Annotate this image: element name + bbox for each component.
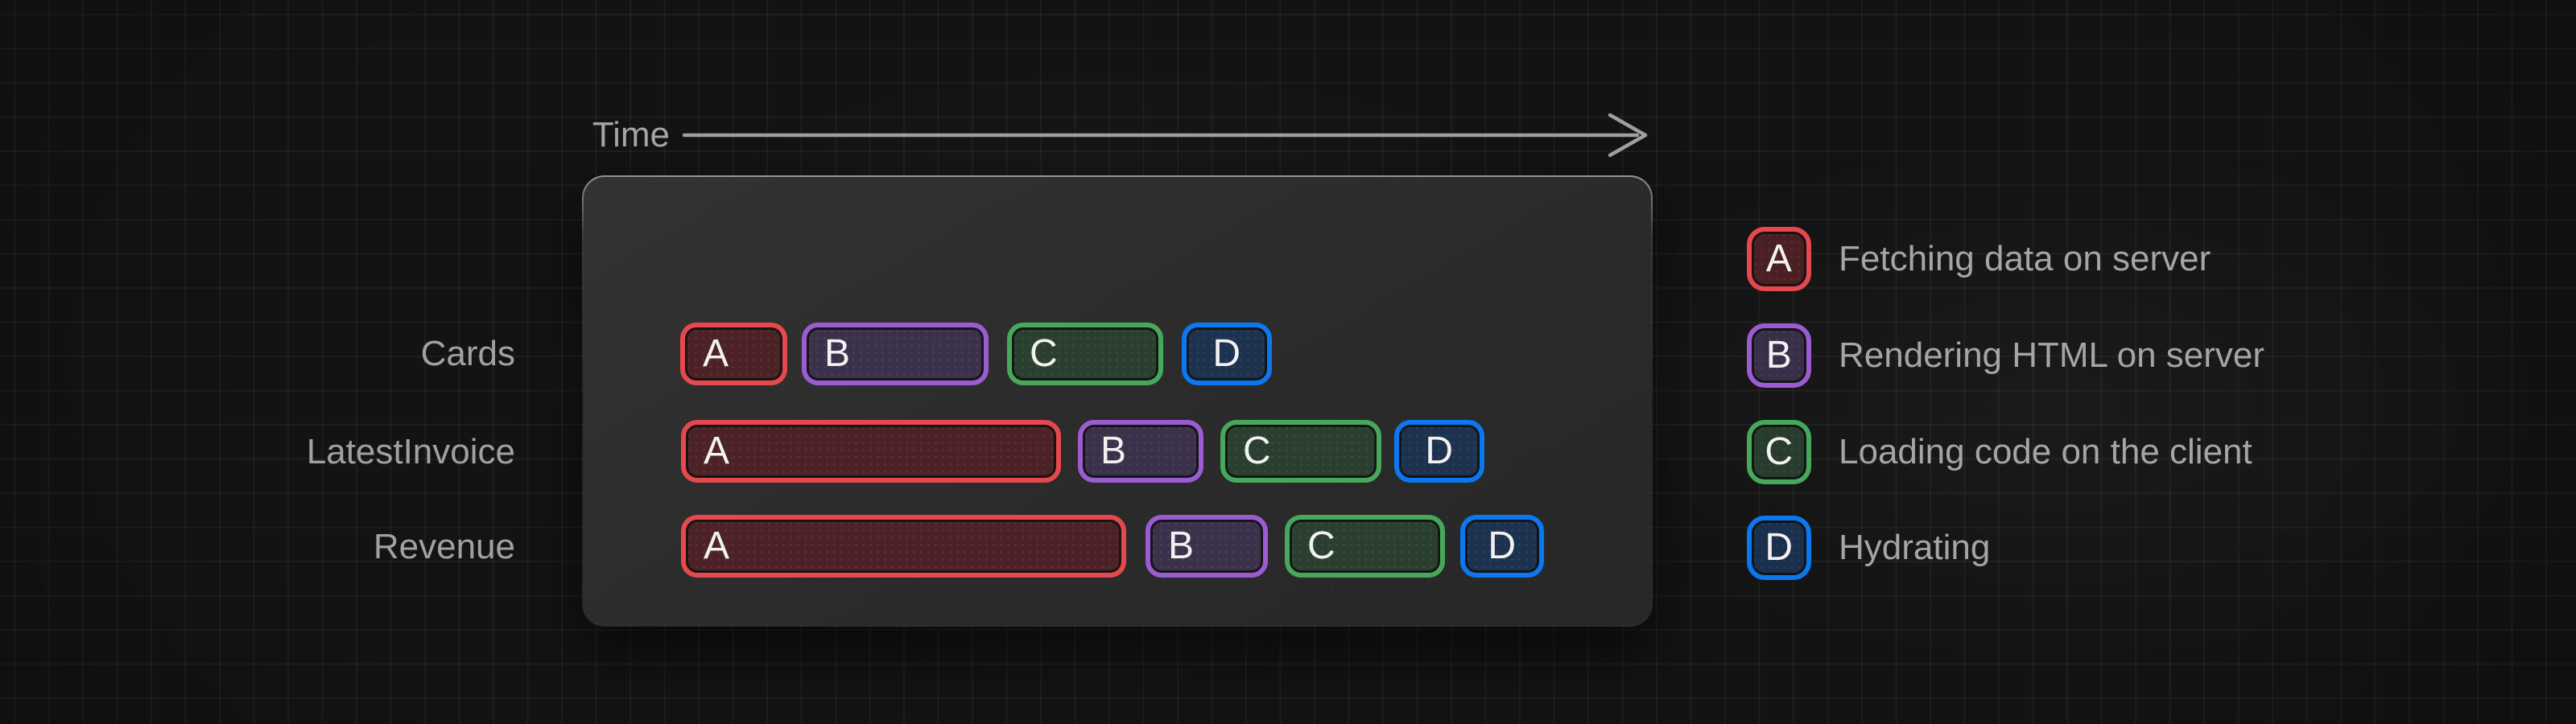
legend-label: Loading code on the client: [1839, 420, 2252, 484]
time-axis-label: Time: [509, 114, 670, 156]
timeline-block-a-revenue: A: [681, 515, 1126, 578]
row-label-cards: Cards: [97, 333, 515, 375]
row-label-revenue: Revenue: [97, 526, 515, 568]
legend-badge: A: [1747, 227, 1811, 291]
block-letter: C: [1307, 527, 1335, 566]
timeline-block-c-revenue: C: [1285, 515, 1445, 578]
row-label-latestinvoice: LatestInvoice: [97, 431, 515, 473]
timeline-block-c-cards: C: [1007, 323, 1163, 385]
block-letter: C: [1030, 335, 1058, 373]
block-letter: A: [703, 335, 729, 373]
legend-badge-letter: C: [1765, 433, 1793, 471]
block-letter: A: [704, 527, 730, 566]
timeline-block-b-cards: B: [802, 323, 989, 385]
legend-badge: B: [1747, 323, 1811, 388]
legend-badge: D: [1747, 516, 1811, 580]
timeline-block-d-revenue: D: [1460, 515, 1544, 578]
legend-item-d: D Hydrating: [1747, 516, 1990, 580]
legend-label: Hydrating: [1839, 516, 1990, 580]
timeline-block-d-latestinvoice: D: [1394, 420, 1484, 483]
block-letter: D: [1212, 335, 1241, 373]
block-letter: B: [1168, 527, 1195, 566]
timeline-panel-border: A B C D A B C D A B C D: [582, 175, 1653, 627]
timeline-block-b-revenue: B: [1146, 515, 1268, 578]
legend-badge-letter: D: [1765, 529, 1793, 567]
timeline-block-d-cards: D: [1182, 323, 1272, 385]
block-letter: D: [1488, 527, 1516, 566]
timeline-block-a-latestinvoice: A: [681, 420, 1061, 483]
block-letter: A: [704, 432, 730, 471]
block-letter: D: [1425, 432, 1453, 471]
block-letter: C: [1243, 432, 1271, 471]
block-letter: B: [824, 335, 851, 373]
time-arrow-icon: [683, 113, 1648, 158]
legend-item-b: B Rendering HTML on server: [1747, 323, 2264, 388]
legend-badge-letter: B: [1766, 336, 1793, 375]
legend-item-a: A Fetching data on server: [1747, 227, 2211, 291]
legend-item-c: C Loading code on the client: [1747, 420, 2252, 484]
legend-label: Rendering HTML on server: [1839, 323, 2264, 388]
timeline-panel: A B C D A B C D A B C D: [584, 177, 1651, 625]
timeline-block-c-latestinvoice: C: [1220, 420, 1381, 483]
legend-label: Fetching data on server: [1839, 227, 2211, 291]
timeline-block-b-latestinvoice: B: [1078, 420, 1203, 483]
legend-badge: C: [1747, 420, 1811, 484]
timeline-block-a-cards: A: [680, 323, 787, 385]
block-letter: B: [1100, 432, 1127, 471]
legend-badge-letter: A: [1766, 240, 1793, 278]
